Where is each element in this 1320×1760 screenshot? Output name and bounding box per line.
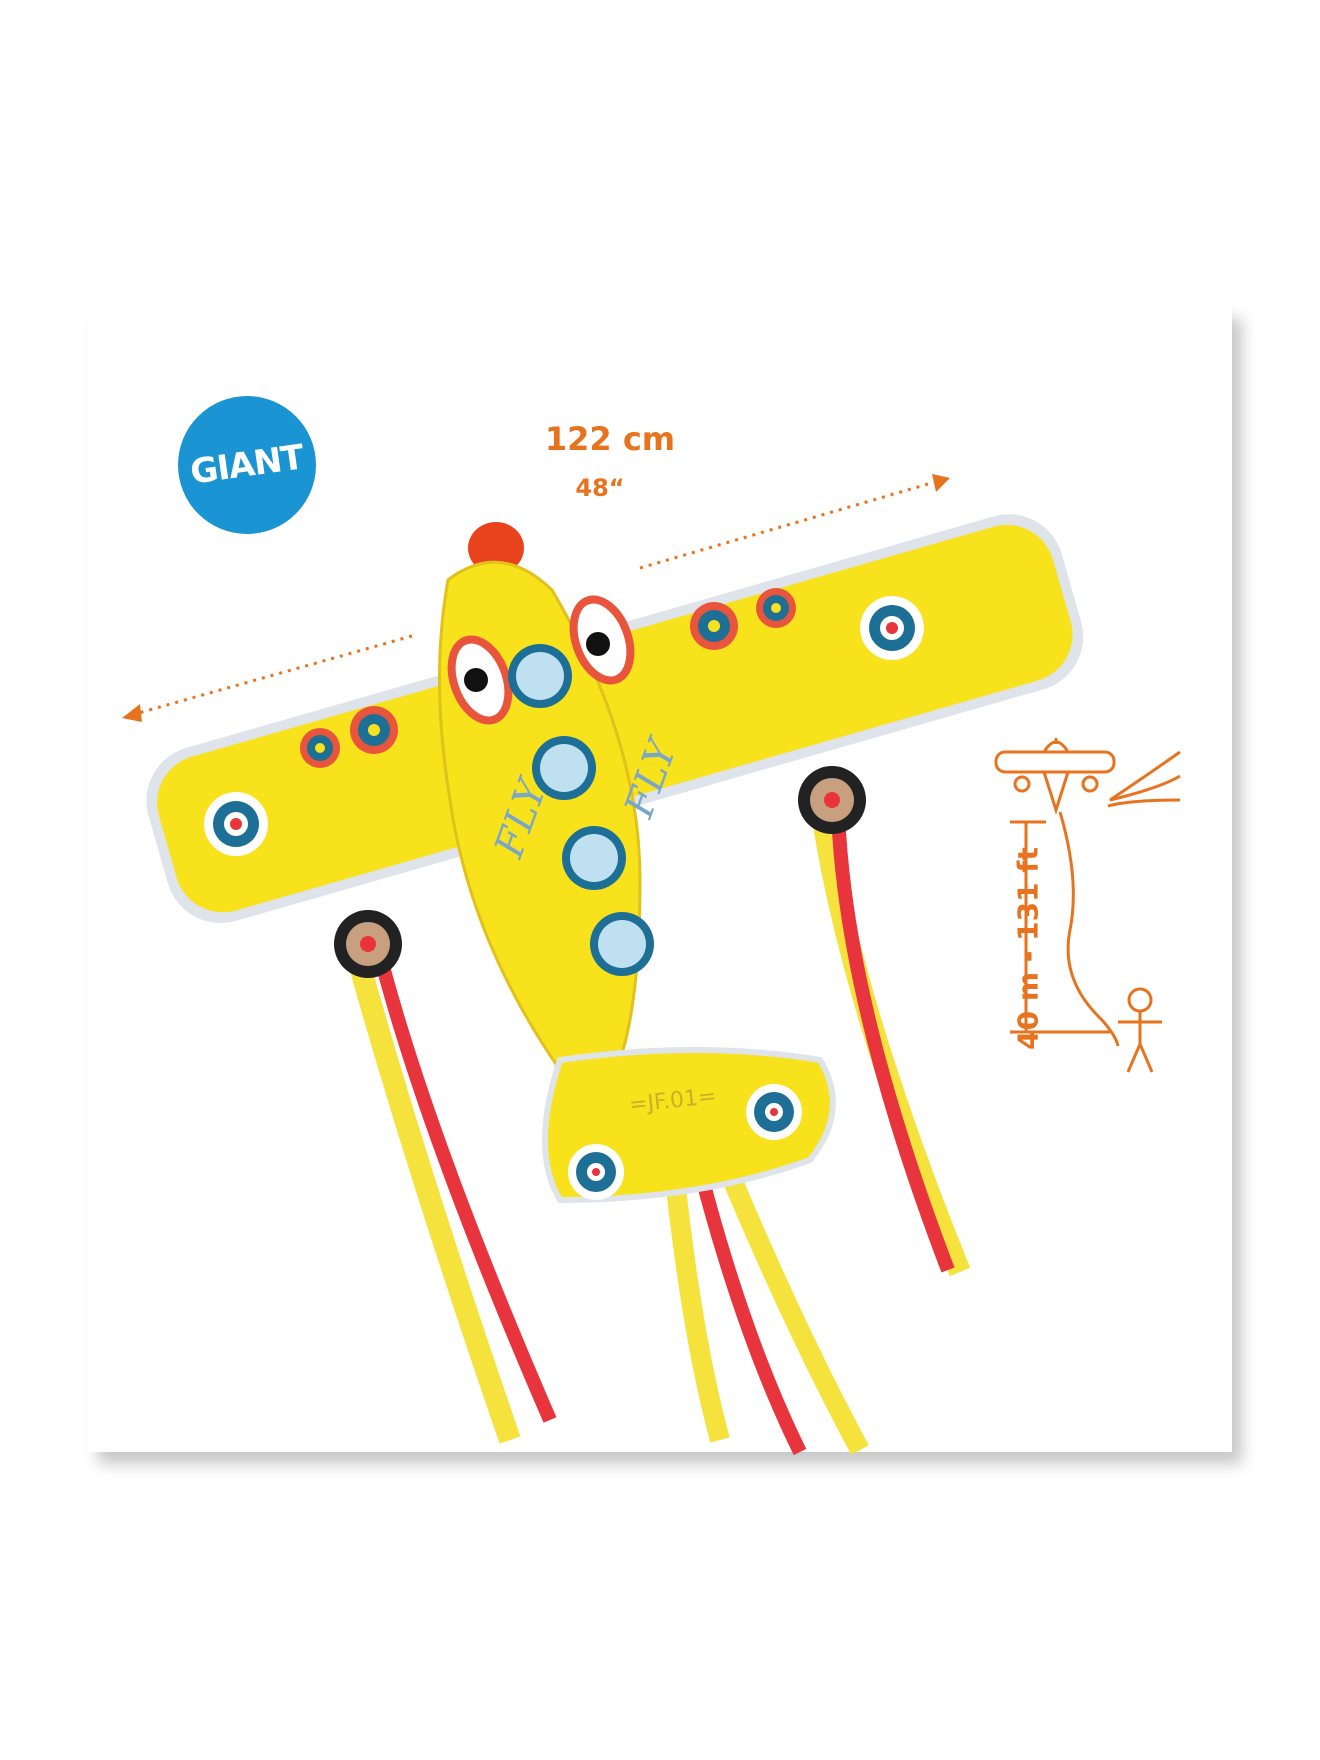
width-arrow-right: [639, 480, 936, 570]
airplane-kite-icon: [994, 738, 1116, 815]
kite-fuselage: [437, 522, 836, 1204]
kite-string: [1058, 811, 1120, 1047]
kite-wings: [146, 514, 1084, 924]
height-range-label: 40 m - 131 ft: [1011, 847, 1045, 1050]
arrow-icon: [122, 704, 142, 722]
ribbons: [339, 810, 971, 1456]
width-in-label: 48“: [575, 474, 625, 502]
height-diagram: [994, 738, 1181, 1073]
kite-wheels: [334, 766, 866, 978]
width-cm-label: 122 cm: [544, 420, 676, 458]
arrow-icon: [932, 474, 950, 492]
giant-badge: GIANT: [178, 396, 316, 534]
person-icon: [1118, 987, 1162, 1073]
hand-icon: [1107, 750, 1181, 808]
wing-roundels: [204, 588, 924, 856]
giant-badge-label: GIANT: [188, 437, 306, 493]
width-arrow-left: [134, 634, 413, 716]
